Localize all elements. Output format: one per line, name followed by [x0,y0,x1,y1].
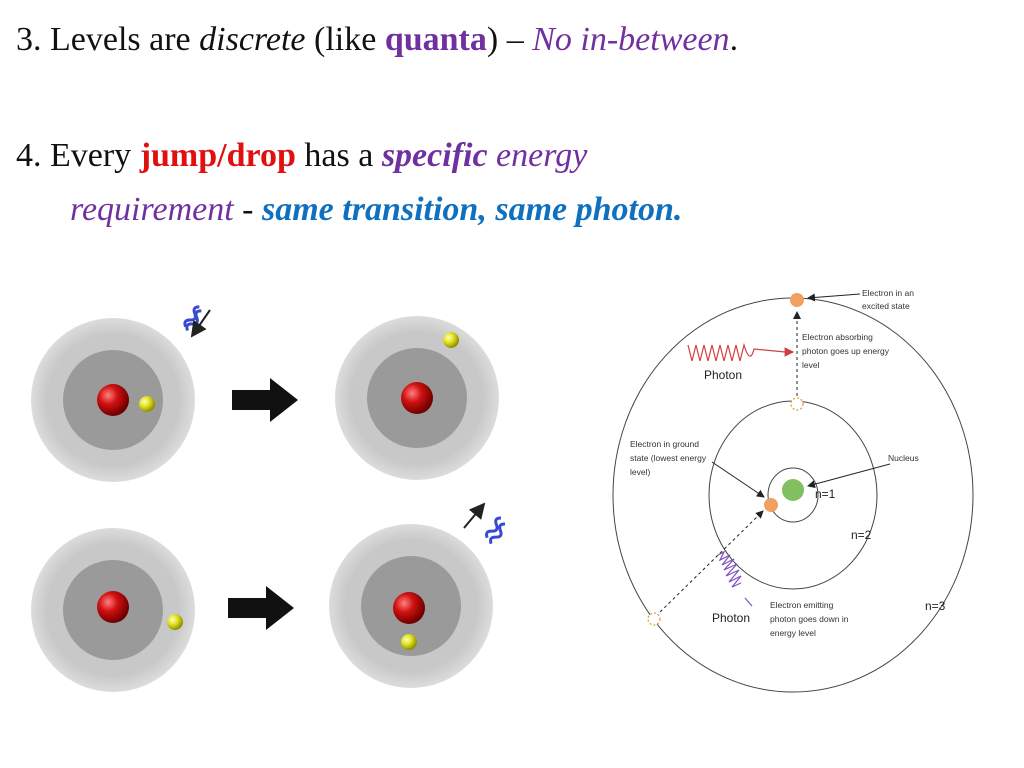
label-absorbing-2: photon goes up energy [802,346,890,356]
label-photon-absorbed: Photon [704,368,742,382]
arrow-right-icon [232,378,298,422]
label-n3: n=3 [925,599,946,613]
s4-requirement: requirement [70,191,234,228]
label-emitting-3: energy level [770,628,816,638]
label-ground-3: level) [630,467,650,477]
label-n1: n=1 [815,487,836,501]
electron-excited-icon [790,293,804,307]
statement-4: 4. Every jump/drop has a specific energy [16,136,587,176]
label-emitting-2: photon goes down in [770,614,849,624]
atom-emit-before [31,528,195,692]
label-excited-2: excited state [862,301,910,311]
orbit-n1 [767,467,819,523]
atom-absorb-before [31,318,195,482]
photon-wave-emitted-icon [717,550,742,588]
nucleus-icon [97,591,129,623]
s4-specific: specific [381,137,488,174]
nucleus-icon [393,592,425,624]
s4-jump-drop: jump/drop [139,137,296,174]
s3-prefix: 3. Levels are [16,21,200,58]
statement-4-continued: requirement - same transition, same phot… [70,190,682,230]
nucleus-icon [782,479,804,501]
nucleus-icon [97,384,129,416]
s3-no-between: No in-between [532,21,730,58]
electron-icon [139,396,155,412]
photon-outgoing-icon [463,502,506,545]
s3-like: (like [305,21,385,58]
s4-has-a: has a [295,137,382,174]
label-ground-1: Electron in ground [630,439,699,449]
bohr-model: Electron in an excited state Electron ab… [612,288,974,693]
label-absorbing-1: Electron absorbing [802,332,873,342]
photon-incoming-icon [183,305,211,338]
label-absorbing-3: level [802,360,820,370]
nucleus-icon [401,382,433,414]
electron-placeholder-icon [790,397,804,411]
label-photon-emitted: Photon [712,611,750,625]
electron-icon [167,614,183,630]
s3-close: ) – [486,21,533,58]
electron-icon [401,634,417,650]
label-emitting-1: Electron emitting [770,600,834,610]
arrow-right-icon [228,586,294,630]
s4-prefix: 4. Every [16,137,140,174]
electron-icon [443,332,459,348]
s3-period: . [729,21,739,58]
electron-ground-icon [764,498,778,512]
s4-energy: energy [487,137,588,174]
s3-quanta: quanta [384,21,487,58]
s4-dash: - [233,191,262,228]
statement-3: 3. Levels are discrete (like quanta) – N… [16,20,738,60]
label-ground-2: state (lowest energy [630,453,707,463]
label-nucleus: Nucleus [888,453,919,463]
label-n2: n=2 [851,528,872,542]
photon-wave-absorbed-icon [687,342,786,362]
electron-placeholder-icon [647,612,661,626]
s3-discrete: discrete [199,21,306,58]
atom-emit-after [329,524,493,688]
label-excited-1: Electron in an [862,288,914,298]
s4-same-transition: same transition, same photon. [262,191,683,228]
atom-absorb-after [335,316,499,480]
